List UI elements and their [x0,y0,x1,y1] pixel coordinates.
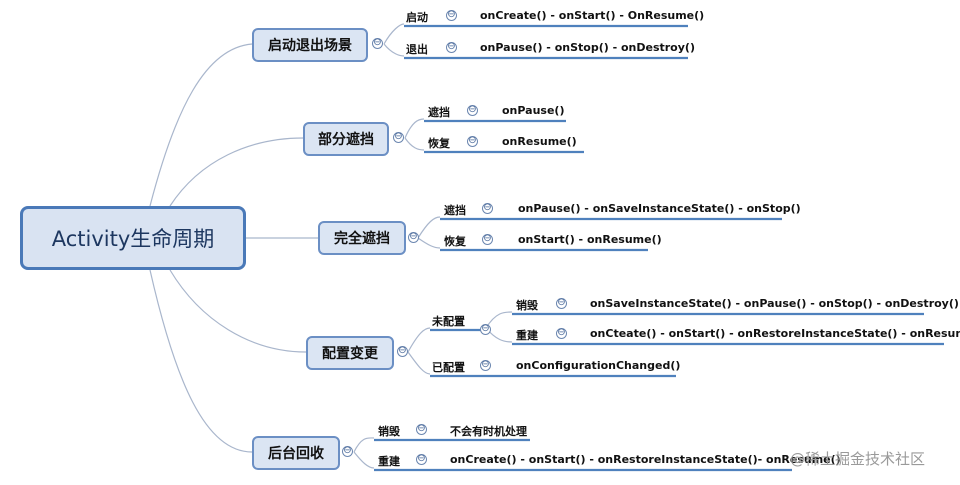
item-text: onCteate() - onStart() - onRestoreInstan… [590,327,960,340]
collapse-icon[interactable]: ⊖ [482,233,493,245]
item-text: onCreate() - onStart() - OnResume() [480,9,705,22]
collapse-icon[interactable]: ⊖ [342,445,353,457]
collapse-icon[interactable]: ⊖ [446,9,457,21]
branch-background-recycle[interactable]: 后台回收 [252,436,340,470]
branch-partial-cover[interactable]: 部分遮挡 [303,122,389,156]
collapse-icon[interactable]: ⊖ [480,323,491,335]
branch-full-cover[interactable]: 完全遮挡 [318,221,406,255]
item-label: 退出 [406,43,428,56]
item-text: onConfigurationChanged() [516,359,681,372]
item-label: 重建 [378,455,400,468]
collapse-icon[interactable]: ⊖ [556,327,567,339]
item-text: onPause() [502,104,565,117]
item-label: 销毁 [516,299,538,312]
item-text: onResume() [502,135,577,148]
item-label: 启动 [406,11,428,24]
watermark: @稀土掘金技术社区 [790,450,926,468]
collapse-icon[interactable]: ⊖ [397,345,408,357]
collapse-icon[interactable]: ⊖ [467,135,478,147]
item-label: 恢复 [428,137,450,150]
item-text: onSaveInstanceState() - onPause() - onSt… [590,297,959,310]
collapse-icon[interactable]: ⊖ [446,41,457,53]
collapse-icon[interactable]: ⊖ [467,104,478,116]
item-label: 恢复 [444,235,466,248]
branch-config-change[interactable]: 配置变更 [306,336,394,370]
collapse-icon[interactable]: ⊖ [416,453,427,465]
item-label: 遮挡 [428,106,450,119]
item-text: 不会有时机处理 [450,425,527,438]
collapse-icon[interactable]: ⊖ [416,423,427,435]
branch-startup-exit[interactable]: 启动退出场景 [252,28,368,62]
collapse-icon[interactable]: ⊖ [393,131,404,143]
item-text: onPause() - onStop() - onDestroy() [480,41,695,54]
collapse-icon[interactable]: ⊖ [408,231,419,243]
root-node[interactable]: Activity生命周期 [20,206,246,270]
collapse-icon[interactable]: ⊖ [482,202,493,214]
collapse-icon[interactable]: ⊖ [556,297,567,309]
collapse-icon[interactable]: ⊖ [372,37,383,49]
item-text: onStart() - onResume() [518,233,662,246]
item-label: 未配置 [432,315,465,328]
item-text: onCreate() - onStart() - onRestoreInstan… [450,453,841,466]
collapse-icon[interactable]: ⊖ [480,359,491,371]
item-label: 重建 [516,329,538,342]
item-label: 已配置 [432,361,465,374]
item-label: 遮挡 [444,204,466,217]
item-label: 销毁 [378,425,400,438]
item-text: onPause() - onSaveInstanceState() - onSt… [518,202,801,215]
